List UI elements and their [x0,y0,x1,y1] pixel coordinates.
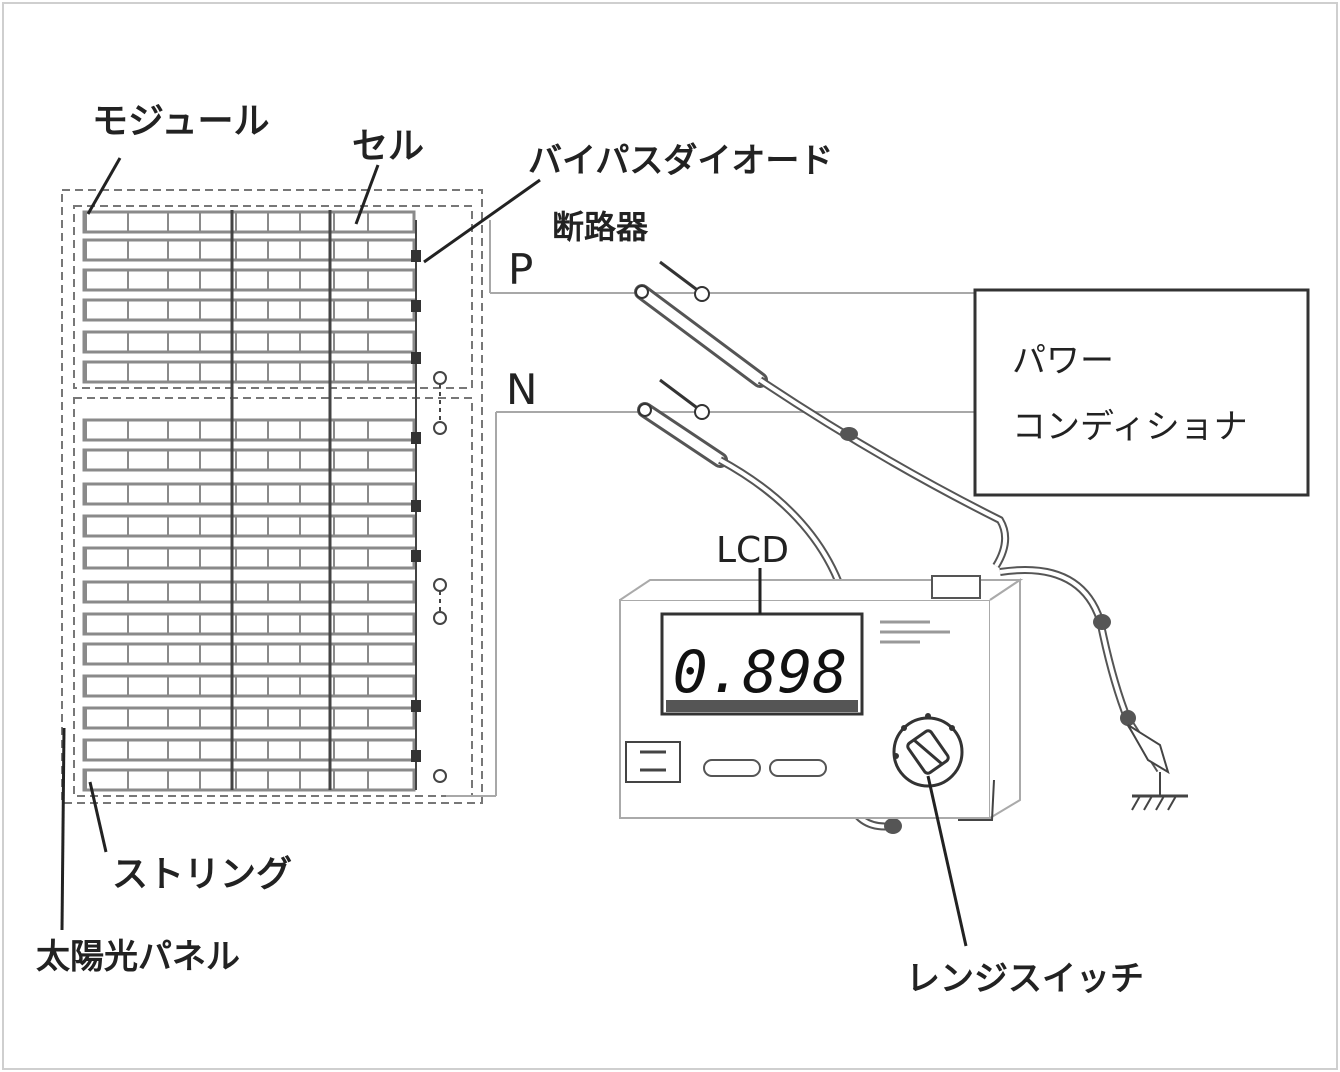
breaker-p-lever [659,260,701,294]
cell-grid [82,210,416,792]
bypass-diode [411,432,421,444]
label-cell: セル [352,126,424,167]
panel-terminal-2 [433,421,447,435]
cell-row [82,268,416,292]
cell-row [82,418,416,442]
meter-button-2[interactable] [769,759,827,777]
bypass-diode [411,250,421,262]
cell-row [82,298,416,322]
power-conditioner-box [973,288,1310,497]
leader-cell [354,164,380,225]
label-power-conditioner-1: パワー [1012,341,1114,381]
label-solar-panel: 太陽光パネル [36,937,240,977]
leader-range-switch [926,775,968,947]
panel-terminal-4 [433,611,447,625]
label-terminal-p: P [508,245,533,294]
solar-panel [61,189,483,804]
breaker-n-lever [659,378,701,412]
label-lcd: LCD [716,530,789,571]
lcd-bottom-bar [666,700,858,712]
label-bypass-diode: バイパスダイオード [528,141,833,181]
cell-row [82,448,416,472]
lcd-screen [660,612,864,716]
cell-row [82,330,416,354]
panel-outline [61,189,483,804]
label-breaker: 断路器 [552,208,649,246]
leader-string [88,781,108,853]
breaker-n-contact [694,404,710,420]
cell-row [82,360,416,384]
panel-terminal-3 [433,578,447,592]
lcd-reading: 0.898 [673,638,848,706]
cell-row [82,238,416,262]
panel-terminal-1 [433,371,447,385]
bypass-diode [411,750,421,762]
bypass-diode [411,500,421,512]
battery-indicator [625,741,681,783]
bypass-diode [411,352,421,364]
range-switch-dial[interactable] [892,713,964,788]
label-terminal-n: N [506,365,537,414]
cell-row [82,642,416,666]
leader-solar-panel [60,727,66,931]
leader-module [86,157,122,215]
bypass-diode [411,700,421,712]
label-range-switch: レンジスイッチ [906,959,1144,999]
panel-terminal-5 [433,769,447,783]
cell-row [82,612,416,636]
label-string: ストリング [112,854,292,895]
cell-row [82,768,416,792]
breaker-n [659,378,710,420]
module-outline-bottom [73,397,473,797]
meter-terminal-block [931,575,981,599]
breaker-p-contact [694,286,710,302]
bypass-diode [411,300,421,312]
cell-row [82,580,416,604]
cell-row [82,738,416,762]
meter-button-1[interactable] [703,759,761,777]
breaker-p [659,260,710,302]
cell-row [82,482,416,506]
ground-lead [999,566,1188,811]
label-module: モジュール [92,101,269,142]
label-power-conditioner-2: コンディショナ [1012,407,1248,447]
cell-row [82,210,416,234]
cell-row [82,546,416,570]
cell-row [82,514,416,538]
bypass-diode [411,550,421,562]
leader-bypass-diode [423,178,541,264]
probe-p [634,284,1010,569]
module-outline-top [73,205,473,389]
cell-row [82,706,416,730]
bypass-diodes [411,250,421,762]
cell-row [82,674,416,698]
insulation-tester: 0.898 [619,575,1024,821]
